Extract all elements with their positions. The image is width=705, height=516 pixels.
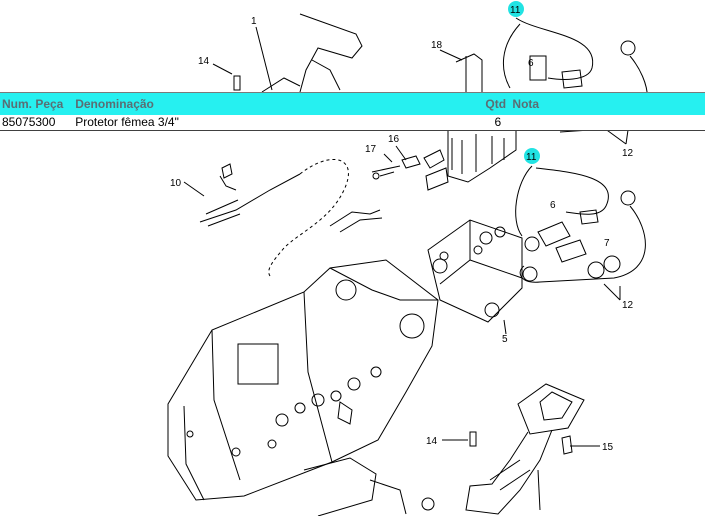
callout-17: 17 [365, 144, 377, 155]
part-11-hose-top [502, 17, 594, 89]
callout-7: 7 [604, 238, 610, 249]
callout-11-badge-mid [524, 148, 540, 164]
part-16-17-fittings [371, 145, 449, 191]
callout-11-mid: 11 [526, 152, 537, 163]
column-header-denominacao[interactable]: Denominação [73, 92, 484, 115]
column-header-num-peca[interactable]: Num. Peça [0, 92, 74, 115]
table-row[interactable]: 85075300 Protetor fêmea 3/4" 6 [0, 114, 705, 131]
callout-16: 16 [388, 134, 400, 145]
callout-6-top: 6 [528, 58, 534, 69]
callout-15: 15 [602, 442, 614, 453]
callout-6-mid: 6 [550, 200, 556, 211]
cell-qtd: 6 [483, 114, 511, 131]
callout-14-top: 14 [198, 56, 210, 67]
part-14-bolt-top [212, 63, 241, 91]
column-header-qtd[interactable]: Qtd [483, 92, 511, 115]
cell-denominacao: Protetor fêmea 3/4" [73, 114, 484, 131]
callout-5: 5 [502, 334, 508, 345]
column-header-nota[interactable]: Nota [510, 92, 705, 115]
callout-1: 1 [251, 16, 257, 27]
callout-labels: 1 14 18 11 6 12 16 17 10 11 6 7 12 5 14 … [170, 1, 634, 453]
part-12-hose-low [519, 190, 646, 301]
callout-10: 10 [170, 178, 182, 189]
callout-14-low: 14 [426, 436, 438, 447]
callout-12-low: 12 [622, 300, 634, 311]
part-1-arm [255, 13, 363, 93]
pedal-assembly [442, 383, 600, 515]
callout-11-top: 11 [510, 5, 521, 16]
callout-12-top: 12 [622, 148, 634, 159]
cell-num-peca: 85075300 [0, 114, 74, 131]
parts-table: Num. Peça Denominação Qtd Nota 85075300 … [0, 92, 705, 131]
part-18-valve-block [439, 49, 517, 183]
part-10-cable [183, 159, 383, 277]
part-11-hose-mid [515, 165, 609, 282]
callout-11-badge-top [508, 1, 524, 17]
cell-nota [510, 114, 705, 131]
part-5-valve [427, 219, 523, 335]
callout-18: 18 [431, 40, 443, 51]
main-housing [167, 259, 439, 516]
table-header-row: Num. Peça Denominação Qtd Nota [0, 92, 705, 115]
